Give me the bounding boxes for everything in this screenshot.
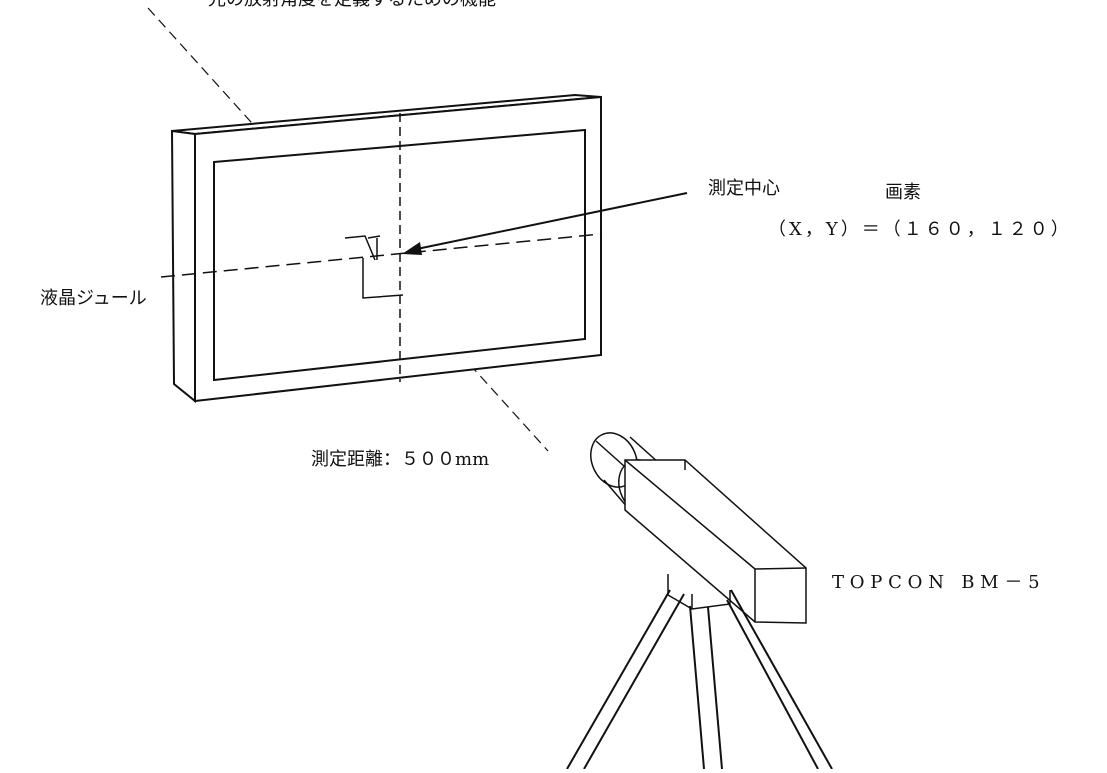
pixel-coordinate: （X，Y）＝（１６０，１２０） (768, 219, 1072, 240)
measurement-distance-label: 測定距離：５００mm (311, 449, 490, 470)
luminance-meter (590, 432, 807, 624)
measurement-center-arrow (402, 192, 688, 255)
line-of-sight (147, 7, 549, 452)
pixel-area-marker (344, 235, 404, 299)
lcd-module-label: 液晶ジュール (40, 288, 147, 309)
instrument-label: TOPCON BM－5 (832, 572, 1046, 593)
lcd-module (170, 93, 602, 404)
measurement-center-label: 測定中心 (708, 178, 780, 199)
top-caption: 光の放射角度を定義するための機能 (208, 0, 496, 9)
tripod (566, 589, 833, 770)
lcd-module-left-face (170, 129, 196, 404)
horizontal-center-line (160, 233, 602, 278)
pixel-label: 画素 (885, 182, 921, 203)
